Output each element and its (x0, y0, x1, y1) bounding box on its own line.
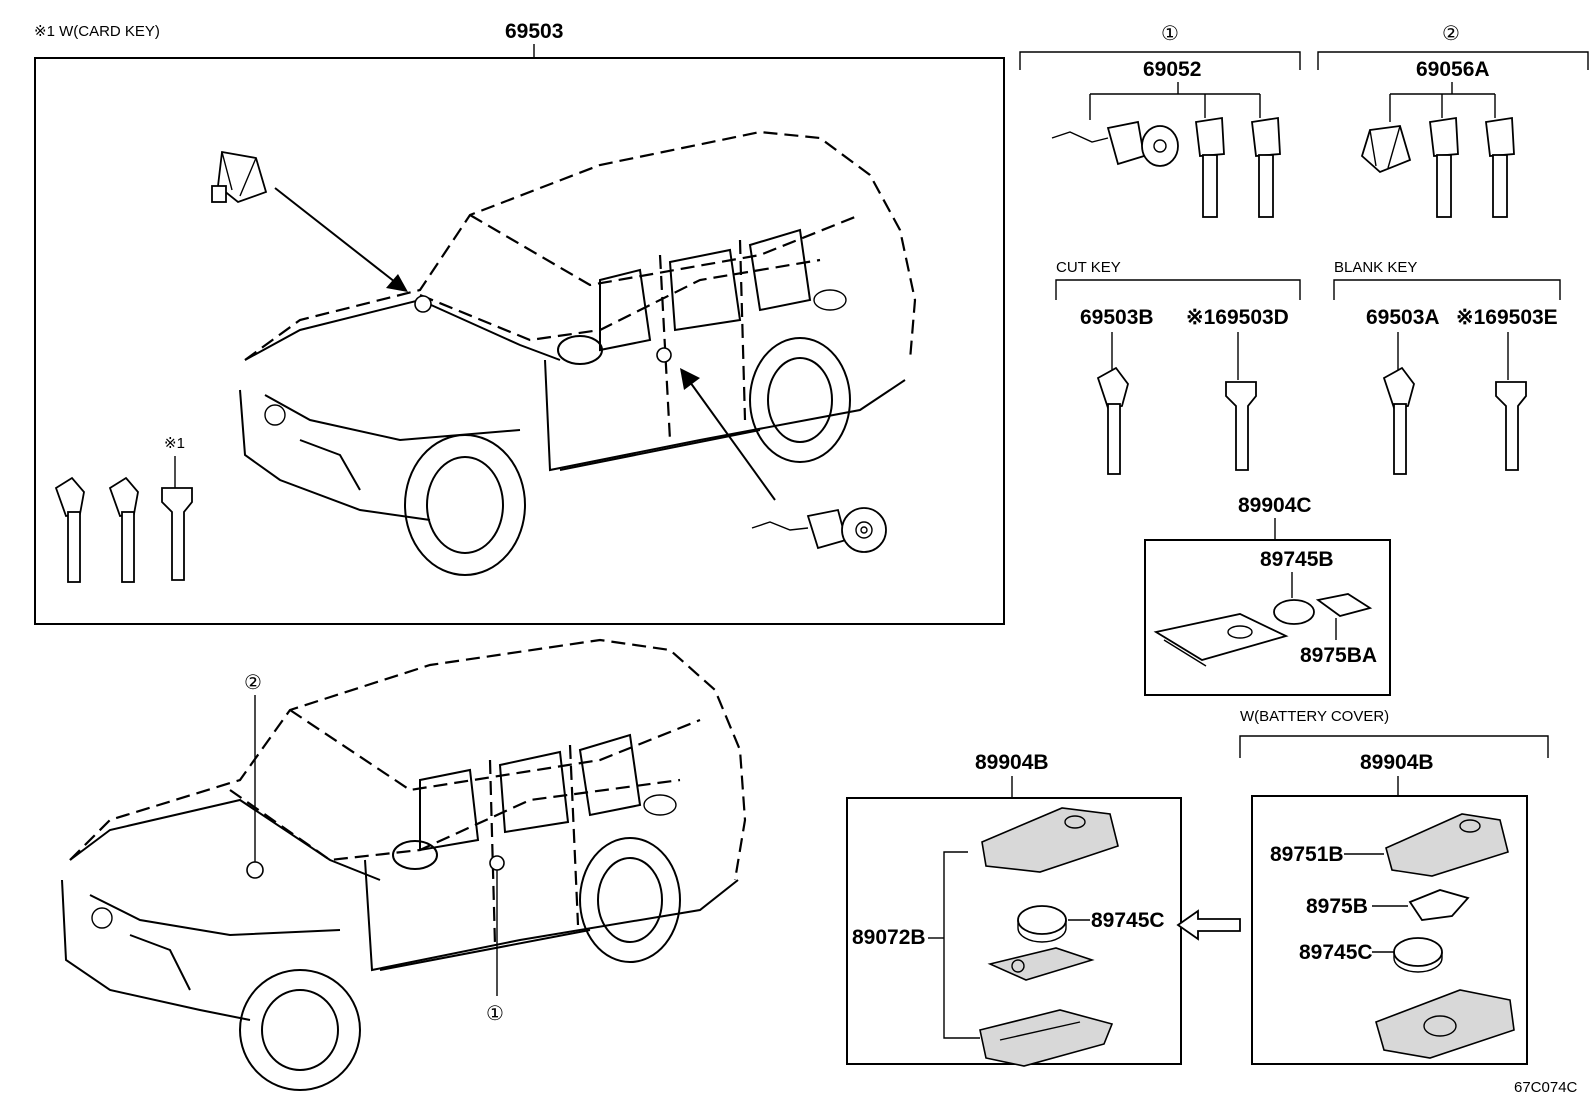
transmitter-right-frame (1251, 795, 1528, 1065)
key-card-emergency (161, 487, 193, 581)
note-card-key: ※1 W(CARD KEY) (34, 23, 160, 40)
cut-key-part-b: ※169503D (1186, 306, 1289, 329)
vehicle-illustration-bottom (61, 638, 747, 1091)
group2-lock-cylinder (1360, 125, 1412, 174)
marker-one-bottom: ① (486, 1003, 504, 1025)
star1-marker: ※1 (164, 435, 185, 452)
card-assembly-battery: 89745B (1260, 548, 1334, 571)
assembly-main-label: 69503 (505, 20, 563, 43)
right-cover (1385, 813, 1509, 877)
group1-lock-cylinder (1051, 120, 1179, 167)
right-cover-label: 89751B (1270, 843, 1344, 866)
blank-key-a-illustration (1382, 366, 1415, 475)
card-assembly-part: 89904C (1238, 494, 1312, 517)
blank-key-part-a: 69503A (1366, 306, 1440, 329)
lock-cylinder-hood (211, 150, 268, 204)
lock-cylinder-door (751, 507, 887, 553)
coin-battery-card (1273, 599, 1315, 625)
marker-two-bottom: ② (244, 672, 262, 694)
left-case-label: 89072B (852, 926, 926, 949)
group2-key-2 (1485, 116, 1515, 218)
transmitter-right-note: W(BATTERY COVER) (1240, 708, 1389, 725)
card-plate (1315, 593, 1373, 617)
right-coin-battery (1393, 937, 1443, 973)
transmitter-right-part: 89904B (1360, 751, 1434, 774)
marker-one-top: ① (1161, 23, 1179, 45)
blank-key-part-b: ※169503E (1456, 306, 1558, 329)
left-case (979, 1009, 1114, 1067)
marker-door-handle (656, 347, 672, 363)
key-bottom-left-2 (108, 476, 139, 583)
key-bottom-left-1 (54, 476, 85, 583)
group1-key-2 (1251, 116, 1281, 218)
vehicle-illustration-top (239, 130, 917, 576)
main-panel-frame (34, 57, 1005, 625)
cut-key-part-a: 69503B (1080, 306, 1154, 329)
arrow-right-to-left (1176, 909, 1241, 941)
group2-part-label: 69056A (1416, 58, 1490, 81)
blank-key-b-illustration (1495, 381, 1527, 471)
cut-key-b-illustration (1225, 381, 1257, 471)
group2-key-1 (1429, 116, 1459, 218)
card-key-body (1153, 613, 1289, 667)
group1-key-1 (1195, 116, 1225, 218)
cut-key-title: CUT KEY (1056, 259, 1121, 276)
marker-two-top: ② (1442, 23, 1460, 45)
arrow-to-hood (274, 187, 408, 292)
left-battery-label: 89745C (1091, 909, 1165, 932)
marker-hood-bottom (246, 861, 264, 879)
arrow-to-door (680, 368, 776, 501)
group1-part-label: 69052 (1143, 58, 1201, 81)
blank-key-title: BLANK KEY (1334, 259, 1417, 276)
transmitter-left-part: 89904B (975, 751, 1049, 774)
cut-key-a-illustration (1096, 366, 1129, 475)
left-coin-battery (1017, 905, 1067, 943)
marker-door-bottom (489, 855, 505, 871)
right-holder-label: 8975B (1306, 895, 1368, 918)
card-assembly-frame (1144, 539, 1391, 696)
right-battery-label: 89745C (1299, 941, 1373, 964)
diagram-code: 67C074C (1514, 1079, 1578, 1096)
marker-hood (414, 295, 432, 313)
left-cover (981, 807, 1119, 873)
right-case (1375, 989, 1515, 1059)
card-assembly-plate: 8975BA (1300, 644, 1377, 667)
left-circuit-board (987, 947, 1095, 981)
right-battery-holder (1408, 889, 1470, 921)
